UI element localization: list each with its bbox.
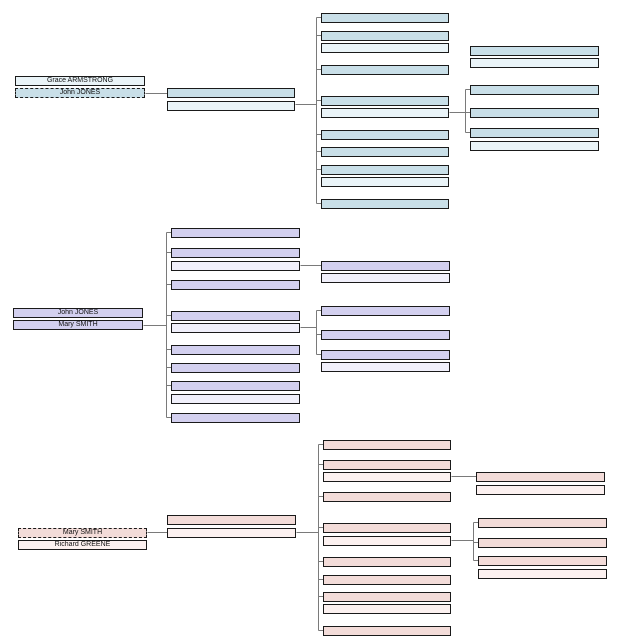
person-box[interactable]: [321, 43, 449, 53]
person-box[interactable]: [470, 128, 599, 138]
person-box-john-jones[interactable]: John JONES: [13, 308, 143, 318]
person-box-john-jones[interactable]: John JONES: [15, 88, 145, 98]
person-box[interactable]: [478, 518, 607, 528]
person-box[interactable]: [476, 485, 605, 495]
person-box[interactable]: [323, 460, 451, 470]
person-box[interactable]: [321, 31, 449, 41]
person-box[interactable]: [171, 261, 300, 271]
person-box[interactable]: [167, 101, 295, 111]
person-box[interactable]: [171, 228, 300, 238]
person-box-mary-smith[interactable]: Mary SMITH: [13, 320, 143, 330]
person-box[interactable]: [478, 556, 607, 566]
person-box[interactable]: [323, 536, 451, 546]
person-box[interactable]: [167, 88, 295, 98]
person-box[interactable]: [321, 165, 449, 175]
person-box[interactable]: [321, 177, 449, 187]
person-box[interactable]: [321, 330, 450, 340]
person-box[interactable]: [167, 528, 296, 538]
person-box[interactable]: [171, 413, 300, 423]
person-box[interactable]: [321, 273, 450, 283]
person-box[interactable]: [321, 350, 450, 360]
person-box[interactable]: [323, 604, 451, 614]
person-box[interactable]: [321, 261, 450, 271]
person-box[interactable]: [167, 515, 296, 525]
person-box[interactable]: [323, 472, 451, 482]
person-box[interactable]: [171, 311, 300, 321]
person-box[interactable]: [321, 362, 450, 372]
person-box[interactable]: [321, 108, 449, 118]
person-box[interactable]: [171, 280, 300, 290]
person-box-mary-smith[interactable]: Mary SMITH: [18, 528, 147, 538]
person-box[interactable]: [323, 592, 451, 602]
person-box-grace-armstrong[interactable]: Grace ARMSTRONG: [15, 76, 145, 86]
person-box[interactable]: [470, 141, 599, 151]
person-box[interactable]: [321, 96, 449, 106]
person-box[interactable]: [321, 199, 449, 209]
person-box[interactable]: [171, 323, 300, 333]
person-box[interactable]: [321, 13, 449, 23]
person-box[interactable]: [323, 492, 451, 502]
person-box[interactable]: [478, 538, 607, 548]
person-box[interactable]: [321, 65, 449, 75]
person-box[interactable]: [171, 363, 300, 373]
person-box[interactable]: [478, 569, 607, 579]
person-box[interactable]: [323, 557, 451, 567]
person-box[interactable]: [470, 85, 599, 95]
person-box[interactable]: [470, 108, 599, 118]
person-box[interactable]: [323, 575, 451, 585]
person-box[interactable]: [323, 523, 451, 533]
person-box[interactable]: [321, 147, 449, 157]
person-box-richard-greene[interactable]: Richard GREENE: [18, 540, 147, 550]
person-box[interactable]: [321, 306, 450, 316]
person-box[interactable]: [323, 626, 451, 636]
person-box[interactable]: [323, 440, 451, 450]
person-box[interactable]: [470, 46, 599, 56]
person-box[interactable]: [171, 394, 300, 404]
person-box[interactable]: [171, 248, 300, 258]
person-box[interactable]: [321, 130, 449, 140]
person-box[interactable]: [470, 58, 599, 68]
person-box[interactable]: [171, 381, 300, 391]
person-box[interactable]: [476, 472, 605, 482]
person-box[interactable]: [171, 345, 300, 355]
